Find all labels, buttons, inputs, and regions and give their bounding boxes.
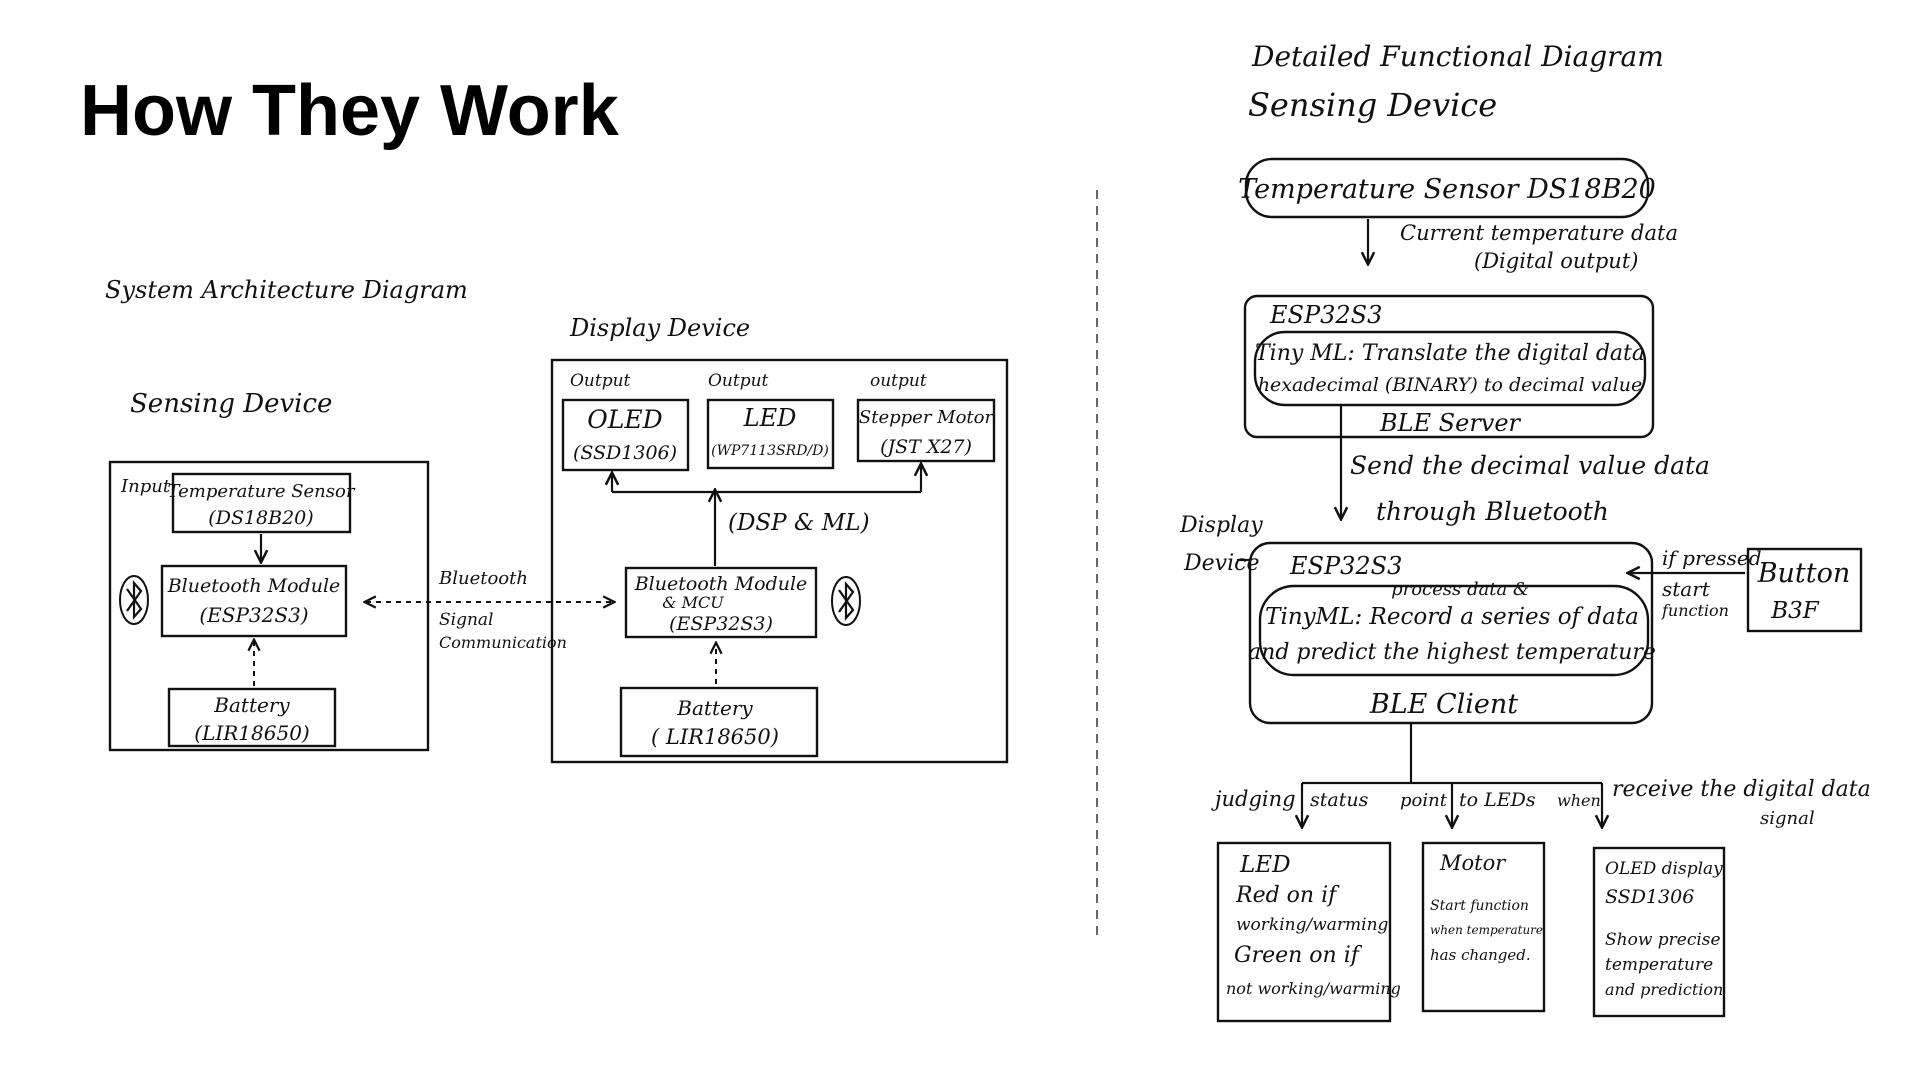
motor-output-line-2: Start function [1430, 898, 1529, 914]
display-device-side-label-1: Display [1179, 513, 1263, 538]
sensor-note-1: Current temperature data [1400, 221, 1678, 245]
tinyml-predict-line-1: TinyML: Record a series of data [1265, 604, 1639, 630]
branch-label-status: status [1310, 789, 1369, 811]
button-note-2: start [1662, 577, 1711, 601]
motor-name: Stepper Motor [859, 407, 995, 428]
process-data-note: process data & [1391, 579, 1529, 600]
oled-model: (SSD1306) [573, 442, 677, 464]
oled-output-line-3: Show precise [1605, 930, 1721, 950]
led-output-line-2: Red on if [1235, 883, 1340, 908]
architecture-heading: System Architecture Diagram [105, 276, 468, 304]
led-model: (WP7113SRD/D) [711, 443, 829, 459]
esp-client-title: ESP32S3 [1289, 552, 1402, 580]
sensing-module-model: (ESP32S3) [199, 603, 308, 627]
oled-output-line-2: SSD1306 [1605, 886, 1694, 908]
link-label-2: Signal [439, 610, 494, 630]
oled-output-line-4: temperature [1605, 955, 1713, 975]
mcu-subtitle: & MCU [662, 593, 724, 612]
oled-output-line-5: and prediction [1605, 980, 1723, 999]
output-caption-motor: output [870, 371, 927, 391]
display-device-frame [550, 358, 1009, 764]
output-caption-oled: Output [570, 371, 631, 391]
esp-server-box [1243, 294, 1655, 439]
motor-output-line-4: has changed. [1430, 946, 1531, 964]
oled-output-line-1: OLED display [1605, 859, 1723, 879]
button-note-3: function [1661, 601, 1729, 620]
branch-label-point: point [1400, 790, 1448, 811]
sensor-pill-text: Temperature Sensor DS18B20 [1238, 174, 1656, 205]
page-title: How They Work [80, 71, 619, 151]
button-note-1: if pressed [1662, 546, 1762, 570]
branch-label-when: when [1557, 791, 1601, 810]
display-mcu-box [624, 566, 818, 639]
sensor-model: (DS18B20) [208, 507, 313, 529]
button-name: Button [1757, 558, 1851, 589]
led-box [706, 398, 835, 470]
esp-client-box [1248, 541, 1654, 725]
motor-output-line-3: when temperature [1430, 923, 1543, 937]
sensor-name: Temperature Sensor [168, 481, 356, 502]
led-output-line-3: working/warming [1236, 915, 1389, 935]
display-device-side-label-2: Device [1183, 551, 1259, 576]
oled-name: OLED [587, 405, 662, 434]
sensing-battery-box [167, 687, 337, 748]
link-label-3: Communication [439, 633, 567, 652]
esp-server-title: ESP32S3 [1269, 301, 1382, 329]
tinyml-translate-line-1: Tiny ML: Translate the digital data [1255, 341, 1645, 366]
dsp-ml-label: (DSP & ML) [728, 510, 870, 536]
tinyml-predict-pill [1258, 584, 1650, 677]
input-label: Input [120, 476, 171, 497]
bluetooth-icon-display [831, 576, 861, 626]
send-note-1: Send the decimal value data [1350, 451, 1710, 480]
branch-label-judging: judging [1211, 787, 1296, 811]
motor-model: (JST X27) [880, 436, 972, 458]
branch-label-signal: signal [1760, 808, 1815, 829]
send-note-2: through Bluetooth [1376, 497, 1609, 526]
button-b3f-box [1746, 547, 1863, 633]
link-label-1: Bluetooth [438, 568, 528, 589]
motor-output-box [1421, 841, 1546, 1013]
oled-box [561, 398, 690, 472]
tinyml-translate-line-2: hexadecimal (BINARY) to decimal value [1258, 374, 1642, 396]
temperature-sensor-box [171, 472, 352, 534]
button-model: B3F [1770, 598, 1820, 624]
display-device-label: Display Device [569, 314, 750, 342]
led-output-line-4: Green on if [1234, 943, 1363, 968]
output-caption-led: Output [708, 371, 769, 391]
motor-output-line-1: Motor [1439, 851, 1507, 875]
mcu-model: (ESP32S3) [669, 613, 773, 635]
tinyml-predict-line-2: and predict the highest temperature [1248, 640, 1656, 665]
sensing-bluetooth-module-box [160, 564, 348, 638]
sensing-battery-model: (LIR18650) [194, 721, 309, 745]
led-output-line-1: LED [1239, 852, 1291, 878]
display-battery-model: ( LIR18650) [651, 725, 779, 749]
sensing-battery-name: Battery [213, 693, 290, 717]
led-output-box [1216, 841, 1392, 1023]
sensor-note-2: (Digital output) [1474, 249, 1638, 273]
tinyml-translate-pill [1253, 330, 1647, 407]
temperature-sensor-pill [1244, 157, 1650, 219]
led-output-line-5: not working/warming [1226, 979, 1401, 998]
stepper-motor-box [856, 398, 996, 463]
functional-subheading: Sensing Device [1248, 86, 1497, 124]
oled-output-box [1592, 846, 1726, 1018]
sensing-module-name: Bluetooth Module [167, 575, 341, 597]
sensing-device-label: Sensing Device [130, 389, 332, 419]
branch-label-to-leds: to LEDs [1459, 789, 1536, 811]
bluetooth-icon [119, 575, 149, 625]
mcu-name: Bluetooth Module [634, 573, 808, 595]
display-battery-box [619, 686, 819, 758]
led-name: LED [743, 404, 797, 432]
display-battery-name: Battery [676, 696, 753, 720]
ble-server-label: BLE Server [1379, 409, 1522, 437]
branch-label-receive: receive the digital data [1612, 777, 1871, 802]
functional-heading: Detailed Functional Diagram [1251, 40, 1664, 73]
ble-client-label: BLE Client [1369, 689, 1518, 720]
